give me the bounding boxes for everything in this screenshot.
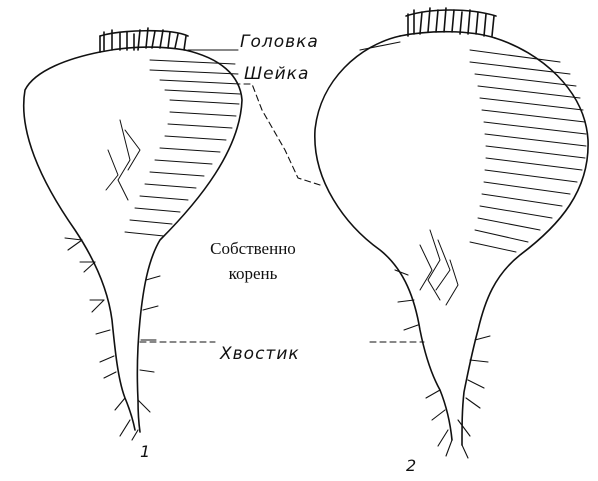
label-head: Головка (240, 34, 319, 51)
figure-2-number: 2 (406, 456, 416, 475)
neck-leader (244, 84, 320, 185)
figure-1-number: 1 (140, 442, 150, 461)
label-root-line1: Собственно (178, 236, 328, 261)
beet-1-crown (100, 28, 188, 52)
label-tail: Хвостик (220, 346, 300, 363)
label-neck: Шейка (244, 66, 309, 83)
label-root-proper: Собственно корень (178, 236, 328, 286)
beet-2-rootlets (395, 270, 490, 458)
label-root-line2: корень (178, 261, 328, 286)
beet-1-rootlets (65, 238, 160, 440)
beet-2-shading (420, 50, 586, 305)
leader-lines (140, 42, 424, 342)
beet-1-shading (106, 60, 240, 236)
